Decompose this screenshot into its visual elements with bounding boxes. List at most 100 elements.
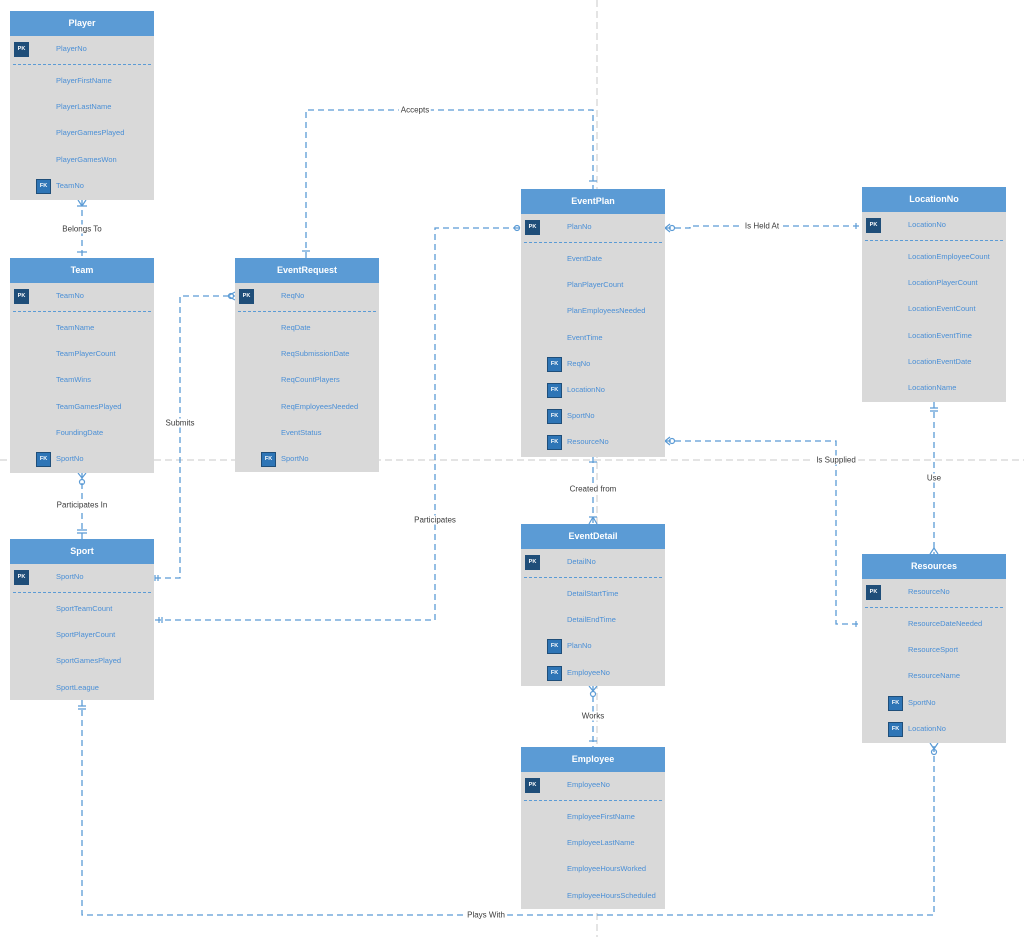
entity-field-label: EventDate: [567, 254, 603, 263]
circle-participates-eventplan: [513, 224, 521, 232]
entity-field-label: FoundingDate: [56, 427, 104, 437]
entity-employee[interactable]: Employee PK EmployeeNo EmployeeFirstName…: [521, 747, 665, 909]
entity-field: TeamName: [10, 315, 154, 341]
crowfoot-is-held-at-eventplan: [664, 223, 671, 233]
entity-field-label: LocationEventCount: [908, 304, 976, 314]
entity-field-label: DetailStartTime: [567, 589, 619, 598]
entity-field-label: PlanNo: [567, 641, 592, 651]
entity-field-label: SportLeague: [56, 682, 99, 692]
pk-field-label: ReqNo: [281, 291, 305, 300]
entity-title: Player: [10, 11, 154, 36]
pk-field-label: ResourceNo: [908, 587, 950, 596]
entity-field-label: ReqEmployeesNeeded: [281, 401, 359, 411]
entity-title: LocationNo: [862, 187, 1006, 212]
entity-field: DetailStartTime: [521, 581, 665, 607]
entity-field-label: LocationEventDate: [908, 356, 972, 366]
rel-label-accepts: Accepts: [398, 105, 432, 115]
entity-field: LocationEventDate: [862, 349, 1006, 375]
entity-field: DetailEndTime: [521, 607, 665, 633]
entity-field: PlanPlayerCount: [521, 272, 665, 298]
entity-field-label: ResourceName: [908, 671, 961, 681]
entity-field-label: LocationPlayerCount: [908, 278, 978, 288]
entity-field-label: ReqSubmissionDate: [281, 349, 350, 359]
entity-field: ReqCountPlayers: [235, 367, 379, 393]
entity-field: EventStatus: [235, 420, 379, 446]
pk-field-label: TeamNo: [56, 291, 84, 300]
entity-field: ReqEmployeesNeeded: [235, 394, 379, 420]
pk-badge: PK: [239, 289, 254, 304]
entity-field-label: ResourceDateNeeded: [908, 619, 983, 628]
bar-plays-with-sport: [78, 705, 86, 710]
fk-badge: FK: [547, 435, 562, 451]
entity-field-label: EventStatus: [281, 427, 322, 437]
entity-field: TeamWins: [10, 367, 154, 393]
entity-field: FoundingDate: [10, 420, 154, 446]
entity-field: SportTeamCount: [10, 596, 154, 622]
pk-badge: PK: [525, 220, 540, 235]
entity-field: PlayerGamesPlayed: [10, 120, 154, 146]
entity-field: EmployeeHoursScheduled: [521, 883, 665, 909]
bar-participates-in-sport: [77, 529, 87, 534]
connector-submits: [155, 295, 235, 579]
entity-field-label: SportNo: [908, 697, 936, 707]
entity-field-label: LocationNo: [567, 384, 605, 394]
circle-works-eventdetail: [589, 690, 597, 698]
crowfoot-participates-in-team: [77, 472, 87, 479]
rel-label-is-held-at: Is Held At: [742, 221, 782, 231]
rel-label-participates: Participates: [412, 515, 458, 525]
pk-separator: [13, 592, 151, 593]
pk-separator: [524, 800, 662, 801]
pk-field: PK LocationNo: [862, 212, 1006, 238]
pk-separator: [865, 240, 1003, 241]
entity-title: Team: [10, 258, 154, 283]
entity-field: ResourceName: [862, 663, 1006, 689]
entity-resources[interactable]: Resources PK ResourceNo ResourceDateNeed…: [862, 554, 1006, 743]
entity-field: SportPlayerCount: [10, 622, 154, 648]
fk-badge: FK: [547, 665, 562, 681]
pk-field: PK EmployeeNo: [521, 772, 665, 798]
pk-field-label: PlanNo: [567, 222, 592, 231]
entity-field: LocationEmployeeCount: [862, 244, 1006, 270]
entity-field-label: PlayerGamesPlayed: [56, 128, 125, 138]
pk-badge: PK: [866, 585, 881, 600]
entity-field: LocationName: [862, 375, 1006, 401]
entity-field: EventDate: [521, 246, 665, 272]
entity-field-label: ReqNo: [567, 358, 591, 368]
bar-use-location: [930, 407, 938, 412]
entity-field-label: ReqCountPlayers: [281, 375, 340, 385]
pk-field: PK DetailNo: [521, 549, 665, 575]
rel-label-participates-in: Participates In: [54, 500, 110, 510]
bar-participates-sport: [158, 617, 163, 623]
fk-badge: FK: [888, 721, 903, 737]
entity-locationno[interactable]: LocationNo PK LocationNo LocationEmploye…: [862, 187, 1006, 402]
entity-field: ReqSubmissionDate: [235, 341, 379, 367]
fk-badge: FK: [547, 409, 562, 425]
entity-field-label: TeamName: [56, 323, 95, 332]
fk-badge: FK: [547, 382, 562, 398]
pk-field-label: DetailNo: [567, 557, 596, 566]
entity-field: LocationEventTime: [862, 323, 1006, 349]
pk-badge: PK: [525, 555, 540, 570]
entity-field: TeamGamesPlayed: [10, 394, 154, 420]
connector-accepts: [305, 109, 594, 258]
entity-field: EmployeeLastName: [521, 830, 665, 856]
entity-field-label: TeamPlayerCount: [56, 349, 116, 359]
pk-field: PK PlanNo: [521, 214, 665, 240]
entity-field-label: ReqDate: [281, 323, 311, 332]
entity-field: PlanEmployeesNeeded: [521, 298, 665, 324]
entity-field-label: EventTime: [567, 332, 603, 342]
pk-field-label: PlayerNo: [56, 44, 87, 53]
entity-field-label: SportGamesPlayed: [56, 656, 122, 666]
entity-field-label: LocationName: [908, 382, 957, 392]
crowfoot-created-from-eventdetail: [588, 516, 598, 525]
